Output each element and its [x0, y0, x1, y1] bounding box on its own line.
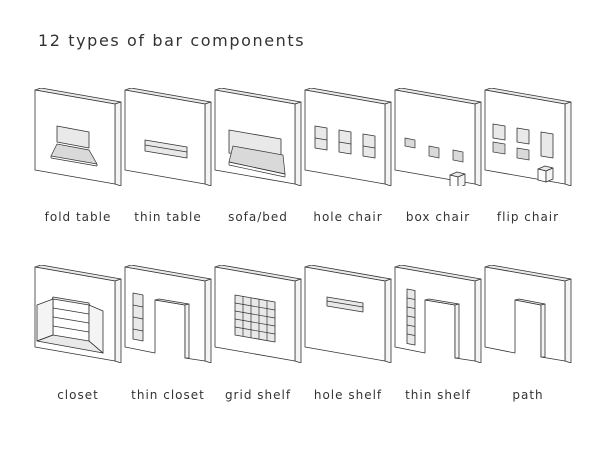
label-grid-shelf: grid shelf — [224, 388, 292, 402]
thin-shelf-illustration — [393, 265, 483, 363]
label-thin-closet: thin closet — [131, 388, 205, 402]
label-box-chair: box chair — [405, 210, 471, 224]
hole-chair-illustration — [303, 88, 393, 186]
flip-chair-illustration — [483, 88, 573, 186]
sofa-bed-illustration — [213, 88, 303, 186]
label-closet: closet — [57, 388, 99, 402]
path-illustration — [483, 265, 573, 363]
thin-table-illustration — [123, 88, 213, 186]
label-hole-shelf: hole shelf — [313, 388, 383, 402]
hole-shelf-illustration — [303, 265, 393, 363]
label-path: path — [512, 388, 544, 402]
label-thin-shelf: thin shelf — [405, 388, 471, 402]
label-thin-table: thin table — [134, 210, 202, 224]
thin-closet-illustration — [123, 265, 213, 363]
closet-illustration — [33, 265, 123, 363]
box-chair-illustration — [393, 88, 483, 186]
label-fold-table: fold table — [44, 210, 112, 224]
label-flip-chair: flip chair — [496, 210, 560, 224]
diagram-title: 12 types of bar components — [38, 31, 306, 50]
grid-shelf-illustration — [213, 265, 303, 363]
fold-table-illustration — [33, 88, 123, 186]
label-hole-chair: hole chair — [313, 210, 383, 224]
label-sofa-bed: sofa/bed — [228, 210, 288, 224]
